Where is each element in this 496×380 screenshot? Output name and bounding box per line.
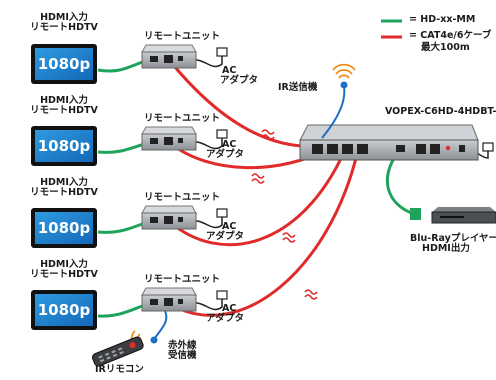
ac-label-line1: AC [222,139,237,150]
tv-label-line1: HDMI入力 [40,95,88,106]
tv-label-line2: リモートHDTV [30,104,98,116]
tv-label-line1: HDMI入力 [40,12,88,23]
ac-label-line1: AC [222,303,237,314]
ac-adapter-label-4: AC アダプタ [206,304,244,324]
tv-resolution: 1080p [38,219,91,237]
ir-receiver-label-line2: 受信機 [168,349,197,361]
tv-label-line1: HDMI入力 [40,259,88,270]
ac-label-line2: アダプタ [206,230,245,242]
bluray-label-line2: HDMI出力 [422,242,470,254]
ac-label-line1: AC [222,221,237,232]
tv-label-4: HDMI入力 リモートHDTV [19,260,109,280]
tv-resolution: 1080p [38,137,91,155]
legend-red-sublabel: 最大100m [421,42,470,53]
tv-2: 1080p [31,126,97,166]
tv-resolution: 1080p [38,301,91,319]
hdmi-cable-bluray [386,151,415,216]
legend-red-label: = CAT4e/6ケーブ [409,30,492,41]
main-unit [299,124,479,161]
ir-remote-label: IRリモコン [95,364,144,375]
hdmi-cable-2 [97,141,149,154]
hdmi-cable-4 [97,302,149,318]
ac-label-line2: アダプタ [206,148,245,160]
ir-remote-icon [91,336,144,367]
ir-transmitter-label: IR送信機 [278,82,318,93]
remote-unit-4 [141,287,197,312]
cat-cable-1 [168,60,319,148]
ac-cords [191,55,489,311]
hdmi-cable-1 [97,58,149,73]
tv-label-line2: リモートHDTV [30,186,98,198]
ir-receiver-label-line1: 赤外線 [168,340,197,351]
tv-label-3: HDMI入力 リモートHDTV [19,178,109,198]
remote-unit-label-1: リモートユニット [144,31,221,42]
remote-unit-2 [141,126,197,151]
ac-label-line2: アダプタ [206,312,245,324]
ac-adapter-label-2: AC アダプタ [206,140,244,160]
cat-cable-4 [169,149,360,317]
tv-resolution: 1080p [38,55,91,73]
bluray-label-line1: Blu-Rayプレイヤー [410,233,496,244]
ir-signal-icon [332,63,356,79]
cat-cable-3 [169,149,347,247]
remote-unit-label-3: リモートユニット [144,192,221,203]
tv-1: 1080p [31,44,97,84]
remote-unit-label-2: リモートユニット [144,113,221,124]
cable-break-marks [251,129,318,300]
ir-receiver-label: 赤外線 受信機 [168,341,197,361]
bluray-label: Blu-Rayプレイヤー HDMI出力 [410,234,496,254]
ac-plugs [216,47,494,300]
tv-4: 1080p [31,290,97,330]
legend-green-label: = HD-xx-MM [409,14,476,25]
tv-label-line1: HDMI入力 [40,177,88,188]
ac-label-line2: アダプタ [220,74,259,86]
ir-receiver [150,310,168,344]
tv-label-1: HDMI入力 リモートHDTV [19,13,109,33]
main-unit-label: VOPEX-C6HD-4HDBT- [385,106,496,117]
ac-adapter-label-3: AC アダプタ [206,222,244,242]
bluray-player [431,207,496,224]
tv-3: 1080p [31,208,97,248]
ac-label-line1: AC [222,65,237,76]
hdmi-cable-3 [97,220,149,234]
tv-label-line2: リモートHDTV [30,21,98,33]
tv-label-2: HDMI入力 リモートHDTV [19,96,109,116]
ir-transmitter [321,81,348,139]
tv-label-line2: リモートHDTV [30,268,98,280]
hdmi-plug-bluray [410,208,421,220]
remote-unit-label-4: リモートユニット [144,274,221,285]
remote-unit-3 [141,205,197,230]
remote-unit-1 [141,44,197,69]
ac-adapter-label-1: AC アダプタ [220,66,258,86]
